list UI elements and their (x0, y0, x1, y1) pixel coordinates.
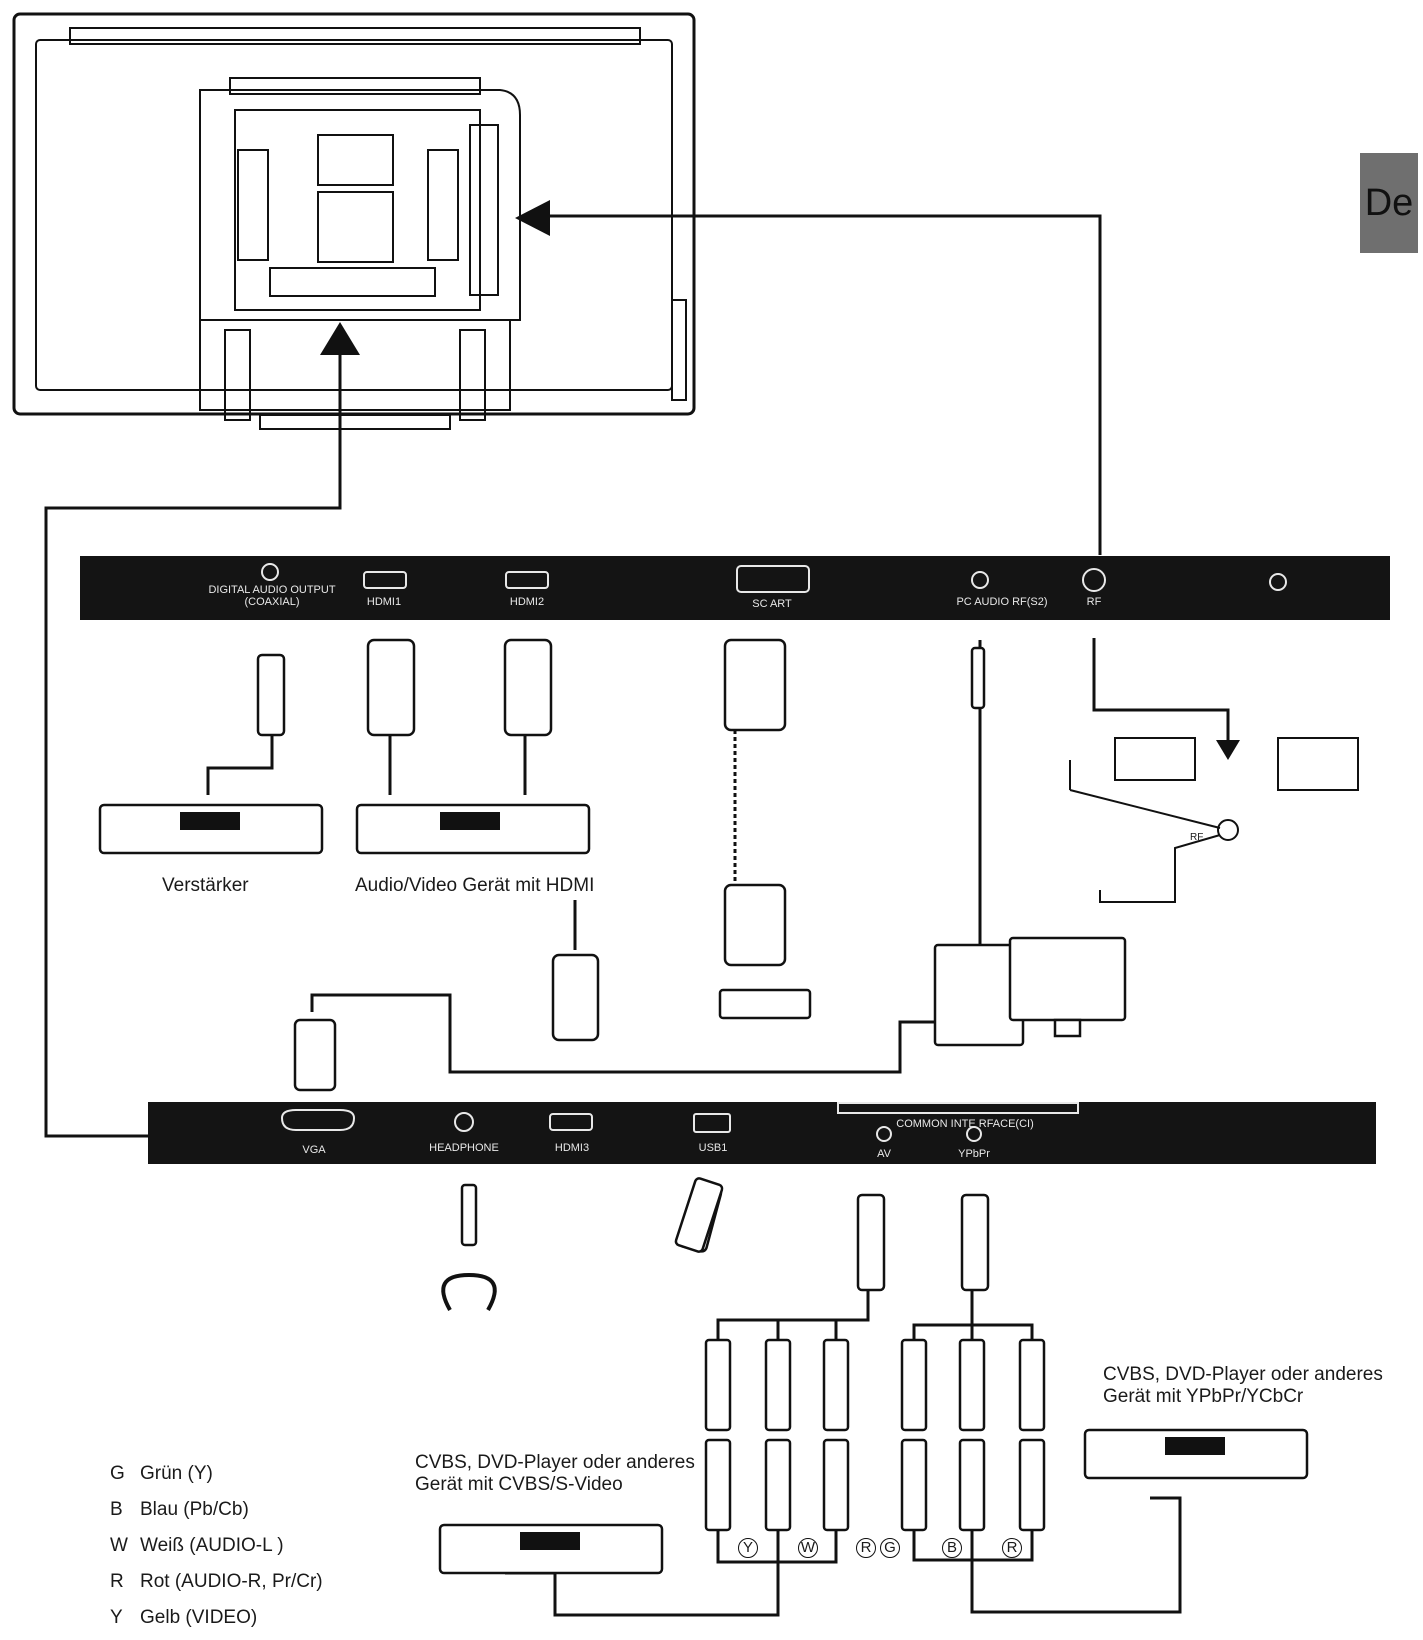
av-port (877, 1127, 891, 1141)
letter-b: B (942, 1538, 962, 1558)
hdmi3-port (550, 1114, 592, 1130)
letter-y: Y (738, 1538, 758, 1558)
amplifier-label: Verstärker (162, 875, 249, 897)
ypbpr-device-label: CVBS, DVD-Player oder anderes Gerät mit … (1103, 1364, 1383, 1408)
usb1-port (694, 1114, 730, 1132)
ypbpr-port (967, 1127, 981, 1141)
letter-g: G (880, 1538, 900, 1558)
vga-port (282, 1110, 354, 1130)
ci-slot (838, 1103, 1078, 1113)
letter-w: W (798, 1538, 818, 1558)
av-hdmi-label: Audio/Video Gerät mit HDMI (355, 875, 594, 897)
cvbs-device-label: CVBS, DVD-Player oder anderes Gerät mit … (415, 1452, 695, 1496)
letter-r: R (856, 1538, 876, 1558)
headphone-port (455, 1113, 473, 1131)
letter-r2: R (1002, 1538, 1022, 1558)
antenna-rf-label: RF (1190, 832, 1203, 843)
